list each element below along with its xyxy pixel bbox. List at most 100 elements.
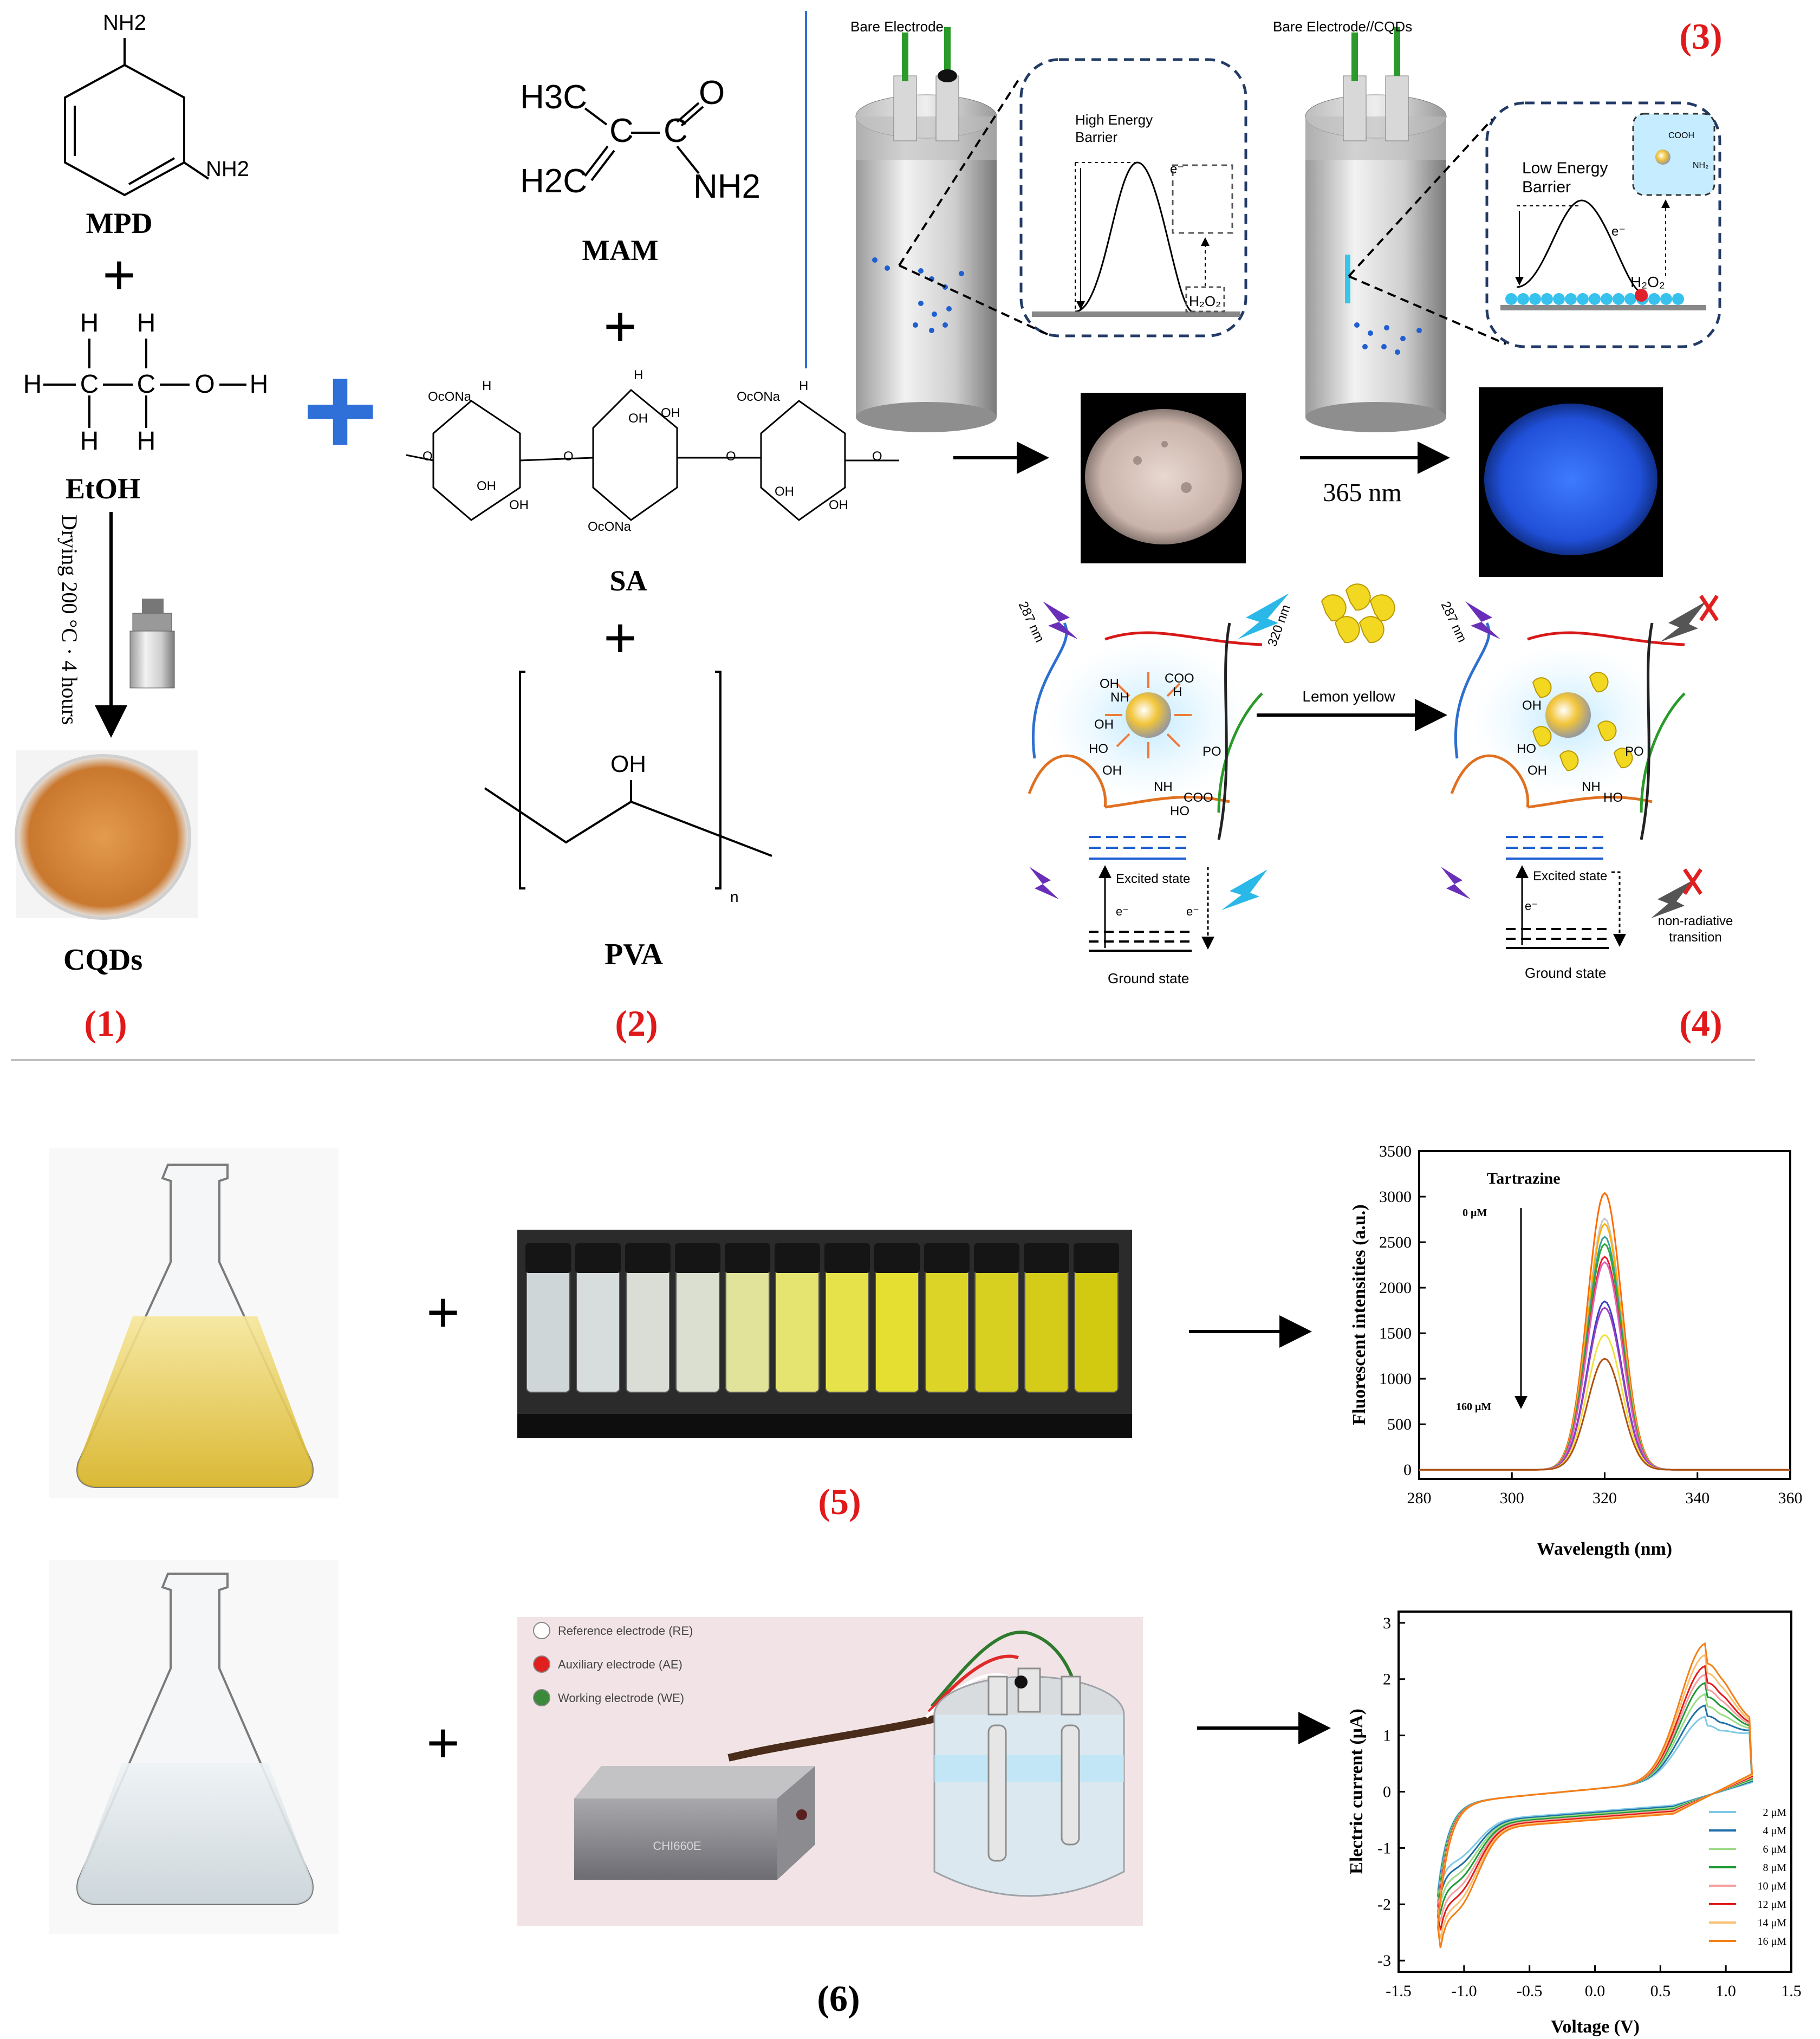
vial-cap	[625, 1243, 671, 1273]
vial-cap	[575, 1243, 621, 1273]
vial-cap	[1074, 1243, 1119, 1273]
svg-text:O: O	[872, 449, 882, 464]
svg-text:OH: OH	[477, 479, 496, 493]
svg-text:C: C	[80, 370, 99, 399]
panel-4-mechanism: OH NH COO H OH HO OH PO NH COO HO 287 nm…	[1016, 583, 1733, 1044]
cqds-electrode-cell	[1305, 27, 1447, 432]
panel-label-4: (4)	[1679, 1003, 1722, 1044]
fl-x-tick-label: 280	[1407, 1489, 1432, 1507]
svg-text:e⁻: e⁻	[1186, 905, 1199, 918]
svg-text:H: H	[137, 427, 156, 456]
fl-annotation-title: Tartrazine	[1487, 1170, 1561, 1187]
film-photo-daylight	[1081, 393, 1246, 563]
cqds-powder-image	[15, 750, 198, 920]
ethanol-bonds	[43, 339, 246, 428]
cv-legend-label: 6 μM	[1763, 1843, 1786, 1855]
fl-chart-frame	[1418, 1150, 1791, 1480]
non-radiative-line1: non-radiative	[1658, 914, 1733, 928]
svg-text:H: H	[482, 379, 491, 393]
svg-text:H2C: H2C	[520, 163, 587, 200]
cv-y-tick-label: 0	[1383, 1783, 1391, 1801]
cv-legend-label: 4 μM	[1763, 1825, 1786, 1837]
vial	[725, 1264, 770, 1393]
pva-oh: OH	[610, 751, 646, 777]
vial	[675, 1264, 720, 1393]
low-barrier-line1: Low Energy	[1522, 159, 1608, 177]
panel-3-electrochemistry: Bare Electrode High Energy Barrier e⁻ H₂…	[850, 16, 1722, 432]
fl-x-tick-label: 320	[1592, 1489, 1617, 1507]
svg-text:OcONa: OcONa	[737, 389, 781, 404]
svg-text:H₂O₂: H₂O₂	[1189, 293, 1221, 309]
fl-y-tick-label: 2000	[1379, 1279, 1412, 1297]
svg-text:287 nm: 287 nm	[1016, 599, 1047, 645]
svg-text:NH: NH	[1154, 780, 1173, 794]
instrument-label: CHI660E	[653, 1839, 701, 1853]
svg-text:Excited state: Excited state	[1533, 869, 1607, 884]
mechanism-after: OH HO OH PO NH HO 287 nm Exc	[1438, 595, 1733, 981]
high-barrier-plot: High Energy Barrier e⁻ H₂O₂	[1032, 112, 1240, 317]
svg-text:PO: PO	[1625, 744, 1644, 759]
electrode-dots-1	[872, 257, 964, 333]
fl-y-axis-label: Fluorescent intensities (a.u.)	[1349, 1204, 1369, 1425]
fl-y-tick-label: 1500	[1379, 1324, 1412, 1342]
film-photo-uv	[1479, 387, 1663, 577]
legend-marker	[533, 1689, 550, 1706]
low-barrier-plot: Low Energy Barrier e⁻ H₂O₂ COOH NH₂	[1500, 113, 1715, 310]
mam-label: MAM	[582, 234, 659, 267]
low-barrier-line2: Barrier	[1522, 178, 1571, 196]
svg-text:OH: OH	[1100, 677, 1119, 691]
cv-legend-label: 2 μM	[1763, 1807, 1786, 1819]
vial	[825, 1264, 869, 1393]
uv-wavelength-label: 365 nm	[1323, 478, 1401, 507]
fl-x-tick-label: 340	[1685, 1489, 1709, 1507]
cv-chart-frame	[1398, 1611, 1792, 1973]
analyte-addition: Lemon yellow	[1257, 583, 1447, 731]
plus-sign-5: +	[426, 1280, 460, 1346]
svg-text:NH: NH	[1110, 690, 1129, 705]
zoom-line-2b	[1348, 275, 1506, 345]
sa-labels: OcONa OcONa OcONa OH OH OH OH OH OH O O …	[422, 368, 882, 534]
vial-cap	[974, 1243, 1019, 1273]
panel-1-synthesis: NH2 NH2 MPD + H C C O H H H H H EtOH	[15, 11, 269, 1044]
pva-structure	[484, 671, 772, 889]
svg-text:O: O	[194, 370, 214, 399]
vial-cap	[525, 1243, 571, 1273]
non-radiative-line2: transition	[1669, 930, 1721, 945]
bare-electrode-cell	[855, 27, 997, 432]
cv-x-axis-label: Voltage (V)	[1551, 2017, 1640, 2036]
bare-electrode-label: Bare Electrode	[850, 18, 944, 35]
reaction-condition: Drying 200 °C · 4 hours	[57, 515, 82, 725]
vial	[1074, 1264, 1119, 1393]
vial	[526, 1264, 570, 1393]
cv-y-tick-label: 2	[1383, 1671, 1391, 1689]
high-barrier-line1: High Energy	[1075, 112, 1153, 128]
fl-y-tick-label: 2500	[1379, 1233, 1412, 1251]
autoclave-image	[129, 599, 175, 689]
svg-text:H: H	[799, 379, 808, 393]
legend-label: Reference electrode (RE)	[558, 1624, 693, 1638]
svg-text:OcONa: OcONa	[428, 389, 472, 404]
electrode-dots-2	[1354, 322, 1422, 355]
svg-text:C: C	[664, 112, 688, 150]
fl-y-tick-label: 500	[1387, 1415, 1412, 1433]
zoom-line-1a	[898, 75, 1022, 267]
svg-text:PO: PO	[1202, 744, 1221, 759]
pva-label: PVA	[604, 938, 663, 971]
svg-text:OH: OH	[661, 406, 680, 420]
cv-x-tick-label: -1.5	[1386, 1982, 1412, 2000]
panel-label-2: (2)	[615, 1003, 658, 1044]
cv-y-tick-label: -1	[1377, 1839, 1391, 1857]
svg-text:HO: HO	[1603, 790, 1623, 805]
mechanism-before: OH NH COO H OH HO OH PO NH COO HO 287 nm…	[1016, 593, 1294, 986]
cv-x-tick-label: 1.0	[1715, 1982, 1736, 2000]
svg-text:e⁻: e⁻	[1525, 899, 1538, 913]
svg-text:OH: OH	[829, 498, 848, 512]
panel-label-6: (6)	[817, 1978, 860, 2019]
mam-structure: H3C C C O NH2 H2C	[520, 74, 760, 205]
svg-text:H: H	[250, 370, 269, 399]
svg-text:H: H	[1173, 685, 1182, 699]
svg-text:NH₂: NH₂	[1693, 161, 1708, 170]
flask-clear-image	[49, 1560, 339, 1934]
panel-6-electrochemical: + Reference electrode (RE)Auxiliary elec…	[49, 1560, 1802, 2037]
